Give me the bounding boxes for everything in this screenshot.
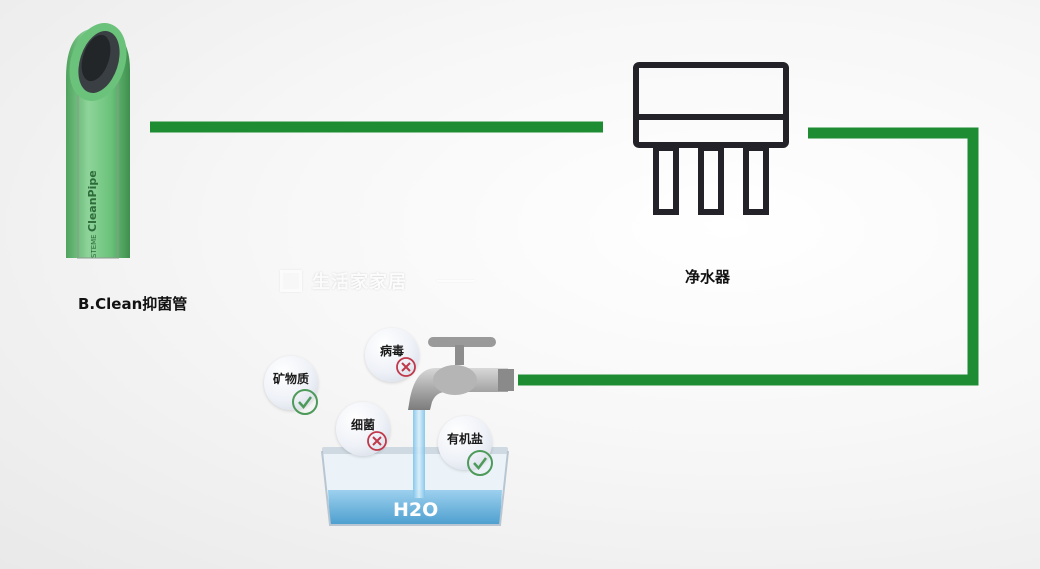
bubble-label: 矿物质	[272, 372, 309, 386]
pipe-print-small: STEME	[90, 234, 98, 258]
check-icon	[467, 450, 493, 476]
purifier-label: 净水器	[685, 268, 731, 286]
water-purifier-icon	[633, 62, 789, 215]
bubble-bacteria: 细菌	[336, 402, 390, 456]
watermark: 生活家家居	[280, 268, 475, 294]
cross-icon	[367, 431, 387, 451]
water-stream	[413, 408, 425, 498]
watermark-divider	[437, 280, 475, 282]
watermark-logo-icon	[280, 270, 302, 292]
watermark-text: 生活家家居	[312, 272, 407, 293]
bubble-organic-salt: 有机盐	[438, 416, 493, 476]
water-label: H2O	[393, 499, 439, 521]
bubble-minerals: 矿物质	[264, 356, 318, 415]
pipe-illustration: CleanPipe STEME	[66, 23, 130, 259]
bubble-label: 细菌	[350, 418, 375, 432]
bubble-label: 有机盐	[446, 432, 483, 446]
check-icon	[292, 389, 318, 415]
bubble-virus: 病毒	[365, 328, 419, 382]
pipe-label: B.Clean抑菌管	[78, 295, 188, 313]
purifier-to-tap-line	[518, 127, 979, 386]
faucet-icon	[408, 337, 514, 410]
bubble-label: 病毒	[379, 344, 404, 358]
cross-icon	[396, 357, 416, 377]
pipe-print-text: CleanPipe	[86, 170, 99, 232]
